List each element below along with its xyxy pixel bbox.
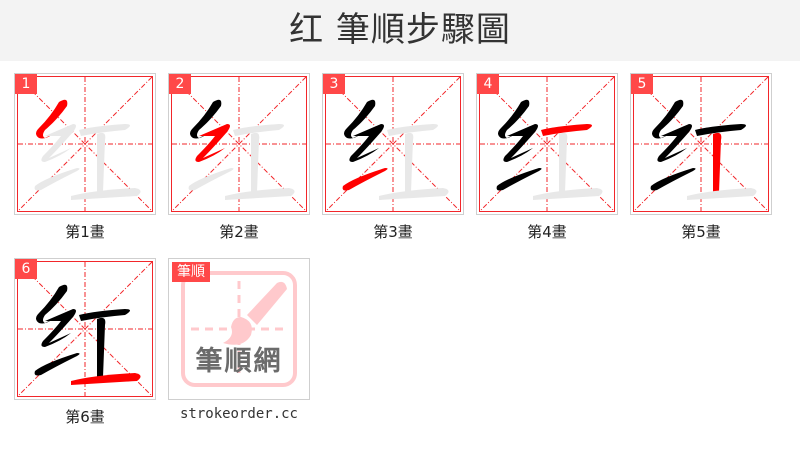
step-caption: 第1畫 [65, 223, 105, 241]
step-caption: 第5畫 [681, 223, 721, 241]
character-grid-icon [17, 76, 153, 212]
character-grid-icon [17, 261, 153, 397]
step-number-badge: 3 [323, 74, 345, 94]
character-grid-icon [479, 76, 615, 212]
stroke-step-panel[interactable]: 1 [14, 73, 156, 215]
step-number-badge: 6 [15, 259, 37, 279]
site-link[interactable]: strokeorder.cc [179, 406, 298, 422]
brush-logo-icon [181, 271, 297, 387]
logo-text: 筆順網 [195, 346, 283, 377]
header-bar: 红 筆順步驟圖 [0, 0, 800, 61]
logo-badge: 筆順 [172, 262, 210, 282]
step-number-badge: 5 [631, 74, 653, 94]
step-number-badge: 4 [477, 74, 499, 94]
grid-frame [17, 76, 153, 212]
strokeorder-logo[interactable]: 筆順 筆順網 [168, 258, 310, 400]
grid-frame [633, 76, 769, 212]
character-grid-icon [325, 76, 461, 212]
grid-frame [325, 76, 461, 212]
step-number-badge: 1 [15, 74, 37, 94]
grid-frame [17, 261, 153, 397]
stroke-step-panel[interactable]: 5 [630, 73, 772, 215]
page-title: 红 筆順步驟圖 [289, 10, 511, 50]
step-caption: 第3畫 [373, 223, 413, 241]
step-number-badge: 2 [169, 74, 191, 94]
step-caption: 第4畫 [527, 223, 567, 241]
grid-frame [479, 76, 615, 212]
stroke-step-panel[interactable]: 6 [14, 258, 156, 400]
step-caption: 第6畫 [65, 408, 105, 426]
character-grid-icon [633, 76, 769, 212]
stroke-step-panel[interactable]: 4 [476, 73, 618, 215]
grid-frame [171, 76, 307, 212]
stroke-step-panel[interactable]: 2 [168, 73, 310, 215]
character-grid-icon [171, 76, 307, 212]
stroke-step-panel[interactable]: 3 [322, 73, 464, 215]
step-caption: 第2畫 [219, 223, 259, 241]
